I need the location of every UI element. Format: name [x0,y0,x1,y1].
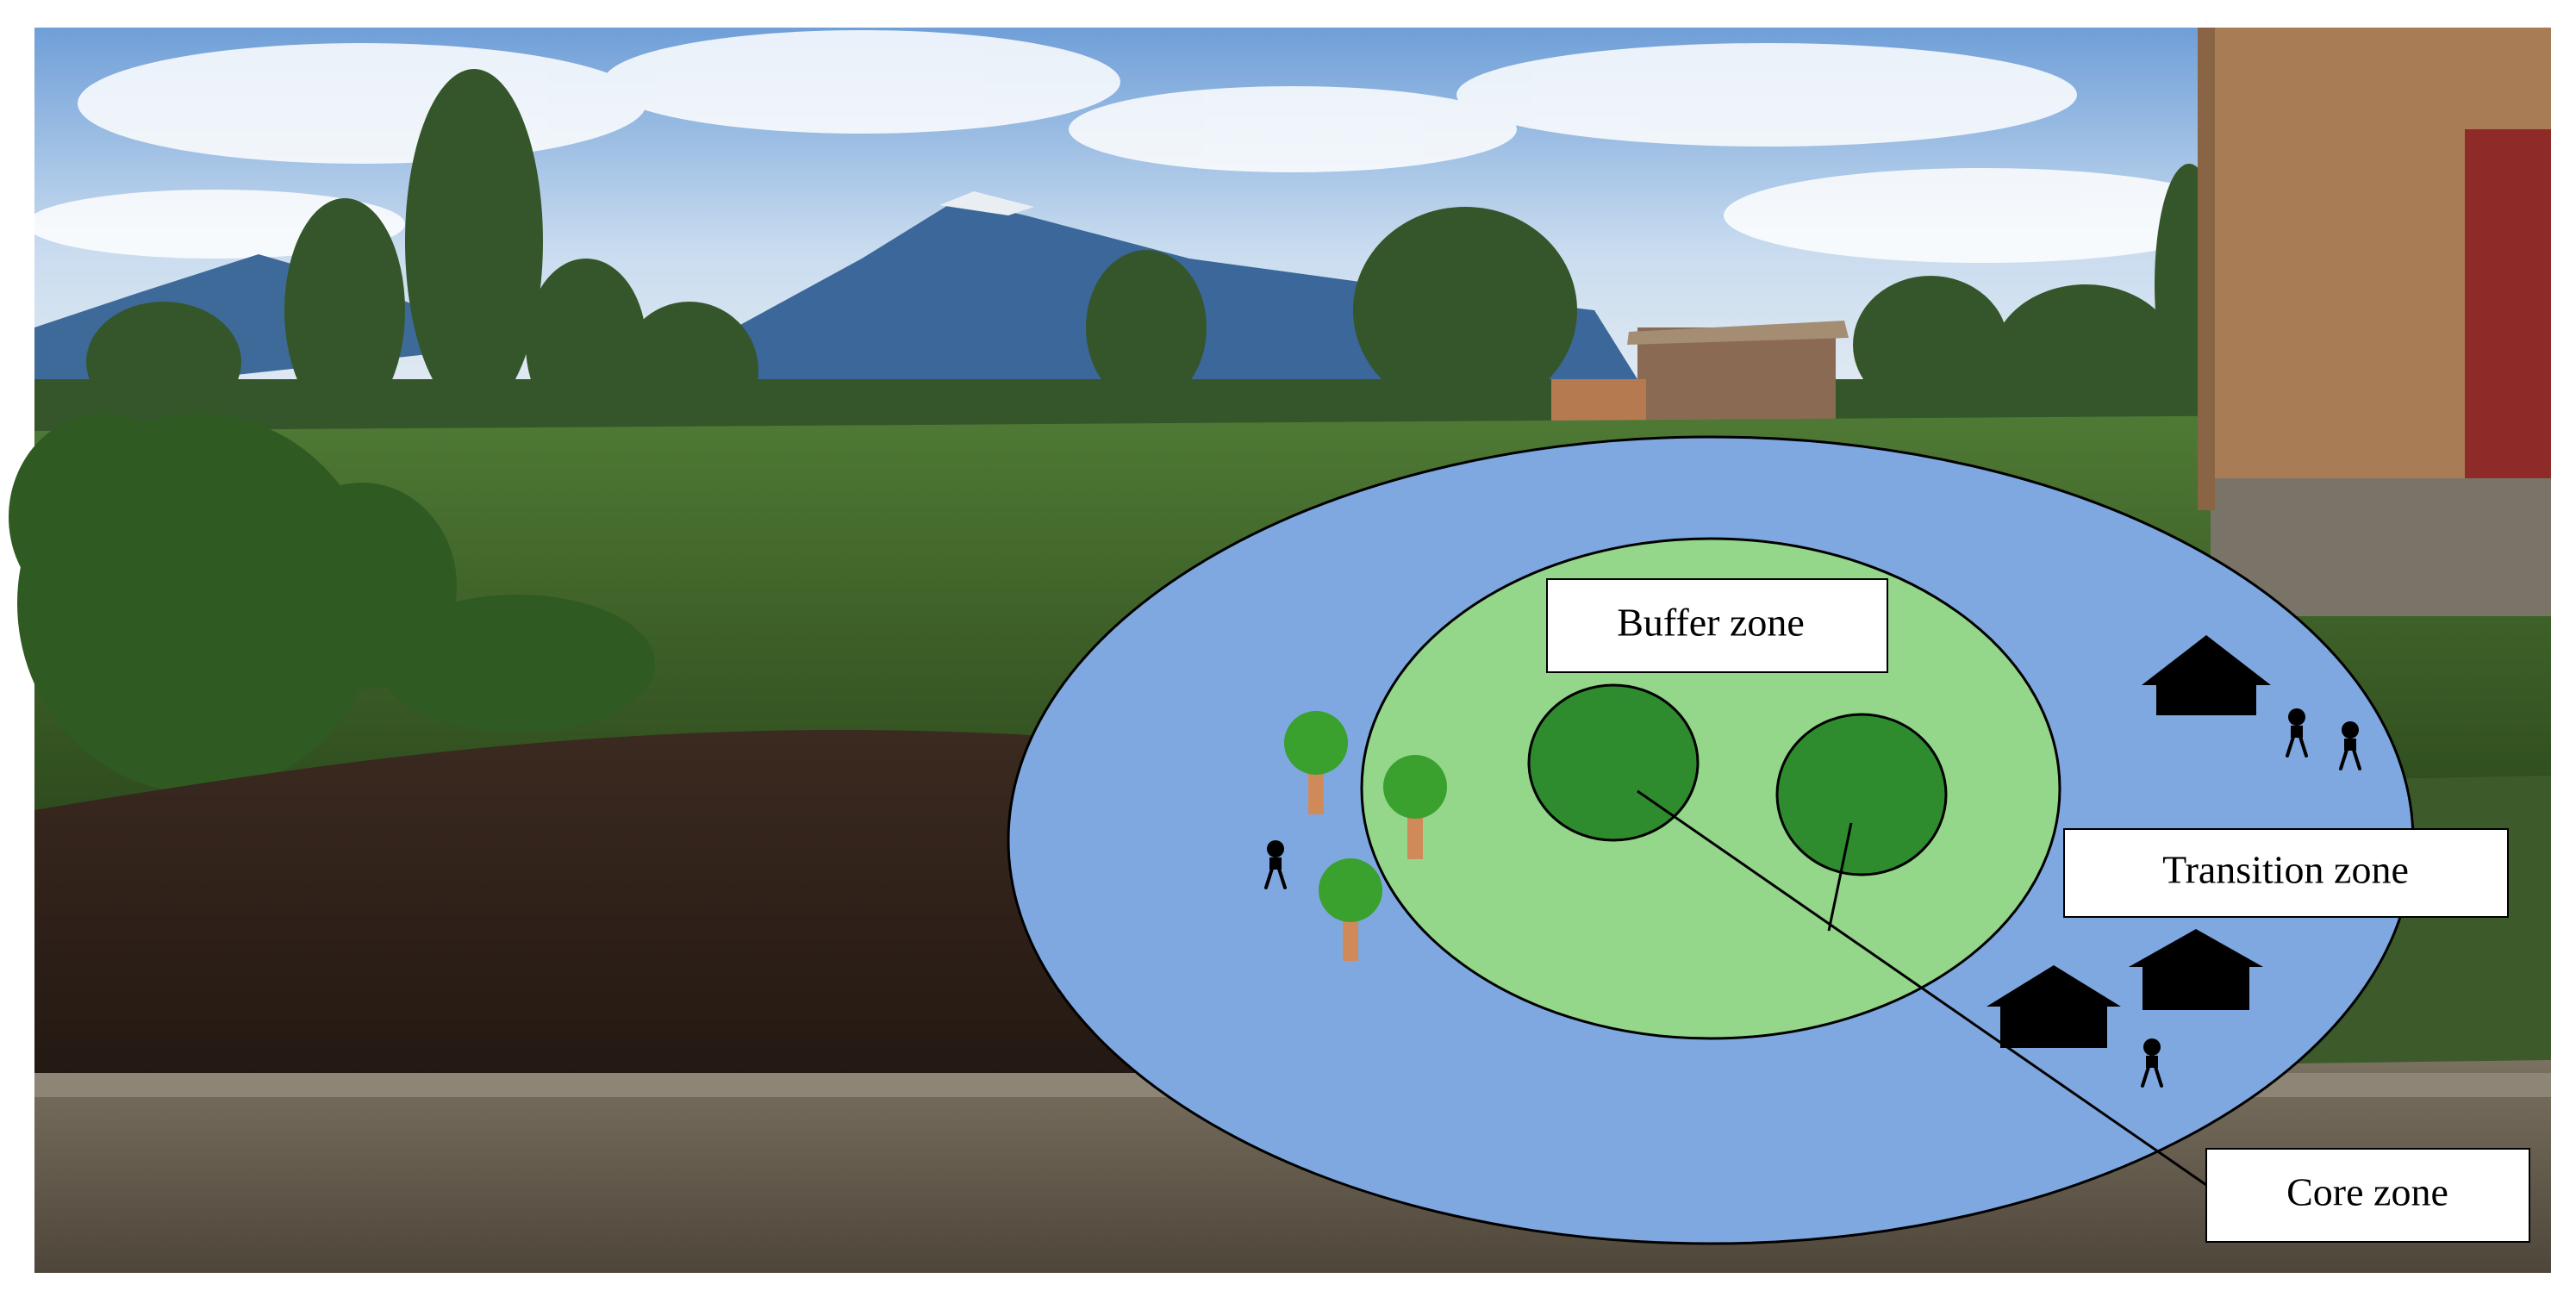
person-icon [2141,1038,2163,1088]
person-icon [2286,708,2308,758]
transition-zone-label: Transition zone [2162,848,2409,892]
core-zone-left [1527,683,1700,842]
core-zone-right [1775,713,1948,876]
person-icon [1264,840,1287,889]
transition-zone-label-box: Transition zone [2063,828,2509,918]
buffer-zone-label: Buffer zone [1617,601,1805,645]
background-huts [1551,321,1849,431]
house-icon [2129,929,2263,1010]
tree-icon [1383,755,1447,859]
core-zone-label: Core zone [2286,1170,2448,1214]
landscape-photo [9,28,2551,1273]
tree-icon [1319,858,1382,961]
buffer-zone-label-box: Buffer zone [1546,578,1888,673]
tilled-soil [34,730,1163,1086]
core-zone-leader-line [1827,822,1853,932]
clouds [26,30,2241,263]
house-icon [2142,635,2271,715]
bushes [9,414,655,793]
core-zone-label-box: Core zone [2205,1148,2530,1243]
zonation-diagram: Buffer zone Transition zone Core zone [1007,435,2530,1245]
tree-icon [1284,711,1348,814]
brick-building [2198,28,2551,616]
house-icon [1987,965,2121,1048]
person-icon [2339,721,2361,770]
core-zone-leader-line [1637,789,2207,1187]
